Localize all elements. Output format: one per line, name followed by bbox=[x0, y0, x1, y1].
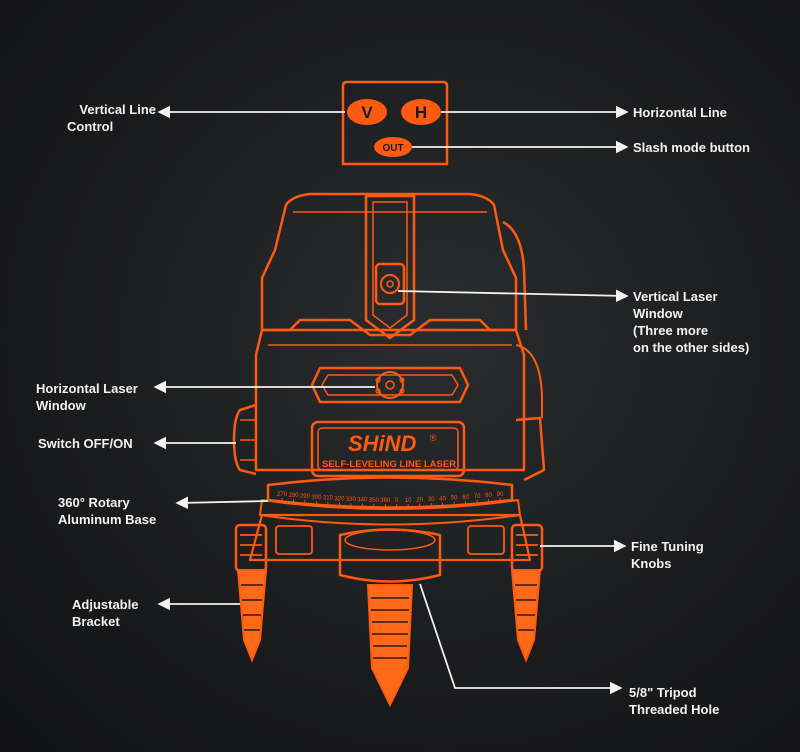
label-line: Threaded Hole bbox=[629, 702, 720, 717]
scale-mark: 290 bbox=[300, 494, 311, 500]
arrow-tripod-hole bbox=[419, 583, 623, 695]
arrow-rotary-base bbox=[175, 496, 269, 510]
scale-mark: 30 bbox=[428, 497, 435, 503]
label-line: Window bbox=[36, 398, 86, 413]
scale-mark: 340 bbox=[357, 498, 368, 504]
label-line: Horizontal Laser bbox=[36, 381, 138, 396]
brand-registered-mark: ® bbox=[430, 433, 437, 443]
vertical-window-channel bbox=[364, 194, 416, 340]
scale-mark: 70 bbox=[474, 494, 481, 500]
label-line: Slash mode button bbox=[633, 140, 750, 155]
label-line: Window bbox=[633, 306, 683, 321]
label-slash-mode-button: Slash mode button bbox=[633, 139, 750, 156]
scale-mark: 50 bbox=[451, 496, 458, 502]
device-tagline: SELF-LEVELING LINE LASER bbox=[322, 459, 456, 470]
label-line: 5/8" Tripod bbox=[629, 685, 697, 700]
label-horizontal-laser-window: Horizontal Laser Window bbox=[36, 380, 138, 414]
out-button[interactable]: OUT bbox=[374, 137, 412, 157]
horizontal-laser-window bbox=[310, 366, 470, 404]
right-side-handle bbox=[502, 220, 528, 331]
control-panel: V H OUT bbox=[341, 80, 449, 166]
tripod-mount bbox=[338, 528, 442, 583]
scale-mark: 60 bbox=[462, 495, 469, 501]
label-line: Vertical Laser bbox=[633, 289, 718, 304]
scale-mark: 310 bbox=[323, 496, 334, 502]
v-button[interactable]: V bbox=[347, 99, 387, 125]
label-line: Aluminum Base bbox=[58, 512, 157, 527]
h-button[interactable]: H bbox=[401, 99, 441, 125]
h-button-label: H bbox=[415, 103, 427, 122]
callout-arrows bbox=[153, 105, 629, 695]
label-line: Control bbox=[67, 119, 114, 134]
label-line: Bracket bbox=[72, 614, 120, 629]
brand-name: SHiND bbox=[348, 431, 417, 456]
label-line: Knobs bbox=[631, 556, 672, 571]
scale-mark: 10 bbox=[405, 498, 412, 504]
label-horizontal-line: Horizontal Line bbox=[633, 104, 727, 121]
label-line: (Three more bbox=[633, 323, 709, 338]
label-line: Vertical Line bbox=[79, 102, 156, 117]
scale-mark: 40 bbox=[439, 496, 446, 502]
label-rotary-base: 360° Rotary Aluminum Base bbox=[58, 494, 156, 528]
left-adjustable-leg[interactable] bbox=[236, 569, 268, 663]
right-adjustable-leg[interactable] bbox=[510, 569, 542, 663]
label-switch-off-on: Switch OFF/ON bbox=[38, 435, 133, 452]
arrow-vertical-laser-window bbox=[397, 289, 629, 303]
v-button-label: V bbox=[361, 103, 373, 122]
scale-mark: 80 bbox=[485, 493, 492, 499]
scale-mark: 330 bbox=[346, 497, 357, 503]
label-tripod-hole: 5/8" Tripod Threaded Hole bbox=[629, 684, 719, 718]
label-line: Horizontal Line bbox=[633, 105, 727, 120]
scale-mark: 300 bbox=[311, 495, 322, 501]
scale-mark: 0 bbox=[395, 498, 399, 504]
scale-mark: 320 bbox=[334, 496, 345, 502]
scale-mark: 360 bbox=[380, 498, 391, 504]
vertical-laser-window bbox=[374, 262, 406, 306]
scale-mark: 350 bbox=[369, 498, 380, 504]
label-line: 360° Rotary bbox=[58, 495, 130, 510]
brand-plate bbox=[310, 420, 466, 478]
out-button-label: OUT bbox=[382, 143, 403, 154]
scale-mark: 90 bbox=[497, 492, 504, 498]
label-line: on the other sides) bbox=[633, 340, 750, 355]
laser-level-device bbox=[232, 192, 546, 583]
device-top-body bbox=[260, 192, 518, 332]
label-vertical-line-control: Vertical Line Control bbox=[50, 101, 156, 135]
label-line: Fine Tuning bbox=[631, 539, 704, 554]
scale-mark: 20 bbox=[416, 498, 423, 504]
label-vertical-laser-window: Vertical Laser Window (Three more on the… bbox=[633, 288, 749, 356]
left-fine-tuning-knob[interactable] bbox=[234, 523, 268, 573]
center-tripod-screw bbox=[366, 584, 414, 708]
scale-mark: 280 bbox=[288, 493, 299, 499]
power-switch bbox=[232, 403, 257, 476]
label-line: Switch OFF/ON bbox=[38, 436, 133, 451]
scale-mark: 270 bbox=[277, 492, 288, 498]
label-line: Adjustable bbox=[72, 597, 139, 612]
label-adjustable-bracket: Adjustable Bracket bbox=[72, 596, 138, 630]
label-fine-tuning-knobs: Fine Tuning Knobs bbox=[631, 538, 704, 572]
